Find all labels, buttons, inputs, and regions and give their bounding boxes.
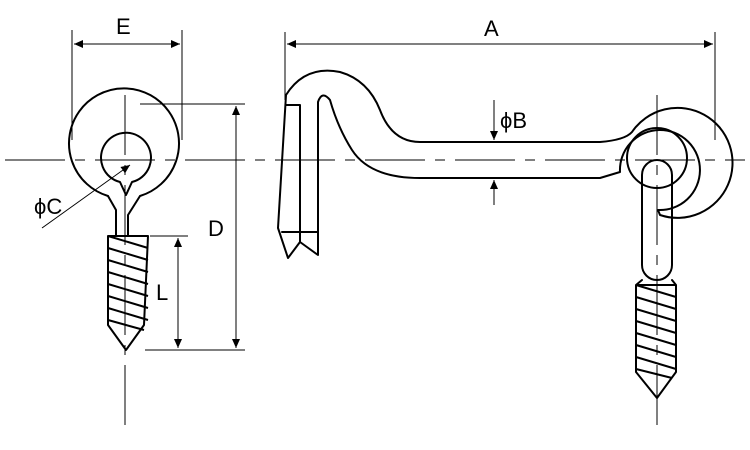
right-eye-shank <box>641 159 673 281</box>
right-eye-inner-ring <box>626 127 688 189</box>
right-screw-eye <box>626 127 688 399</box>
hook-shank-inner <box>285 104 301 243</box>
label-c: ϕC <box>34 194 62 219</box>
label-e: E <box>116 14 131 39</box>
label-d: D <box>208 216 224 241</box>
hook-outline <box>277 69 734 259</box>
label-l: L <box>156 280 168 305</box>
eye-inner-hole <box>100 131 152 196</box>
dimensions <box>41 30 716 351</box>
hook-body <box>277 69 734 259</box>
left-screw-eye <box>68 87 180 351</box>
dim-c-line <box>41 164 131 229</box>
right-thread <box>635 279 677 399</box>
label-b: ϕB <box>500 108 527 133</box>
label-a: A <box>484 16 499 41</box>
eye-outer-ring <box>68 87 180 237</box>
left-thread <box>107 235 149 351</box>
eye-shank-left <box>107 195 117 237</box>
